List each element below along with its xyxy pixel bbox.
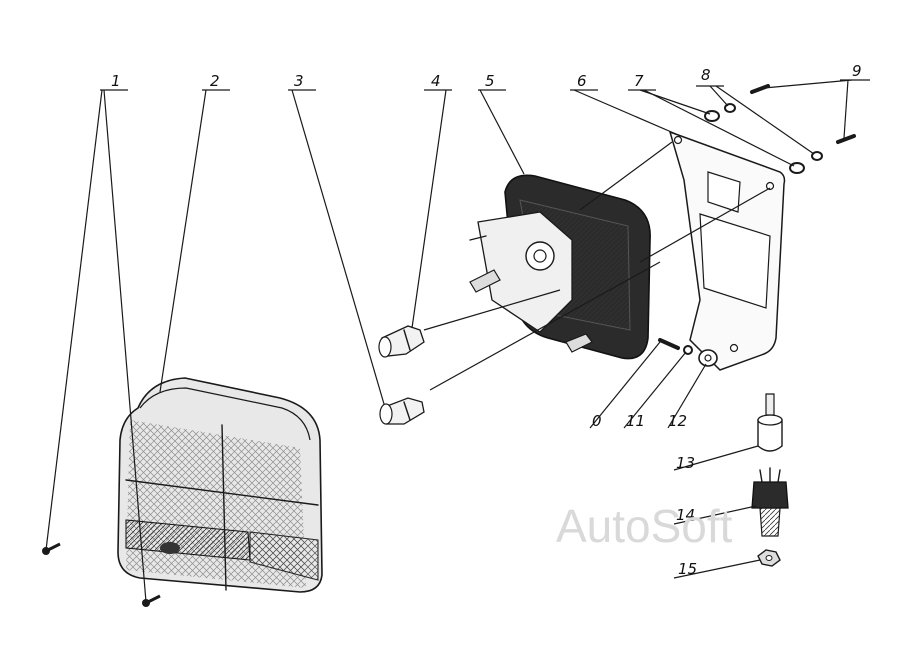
mounting-bracket (668, 130, 786, 371)
part-number-10: 0 (592, 412, 602, 430)
part-number-15: 15 (678, 560, 697, 578)
part-number-12: 12 (668, 412, 687, 430)
lamp-body-base (469, 174, 651, 360)
part-number-7: 7 (634, 72, 644, 90)
small-screw (658, 338, 680, 350)
part-number-1: 1 (111, 72, 121, 90)
part-number-9: 9 (852, 62, 862, 80)
lamp-lens-housing (117, 377, 323, 593)
flat-washer (698, 349, 718, 367)
part-number-2: 2 (210, 72, 220, 90)
leader-lines (45, 79, 870, 603)
lens-screw (42, 542, 61, 555)
part-number-8: 8 (701, 66, 711, 84)
watermark: AutoSoft (556, 500, 733, 552)
part-number-3: 3 (294, 72, 304, 90)
part-number-6: 6 (577, 72, 587, 90)
lens-screw (142, 594, 161, 607)
bulb-small (378, 325, 425, 358)
part-number-13: 13 (676, 454, 695, 472)
lock-washer (724, 103, 823, 161)
bulb-large (379, 397, 425, 425)
part-number-4: 4 (431, 72, 441, 90)
brake-switch (751, 467, 789, 537)
part-number-11: 11 (626, 412, 645, 430)
switch-nut (757, 549, 781, 567)
part-number-5: 5 (485, 72, 495, 90)
bracket-screw (750, 84, 856, 144)
part-number-14: 14 (676, 506, 695, 524)
switch-cap (757, 393, 783, 452)
